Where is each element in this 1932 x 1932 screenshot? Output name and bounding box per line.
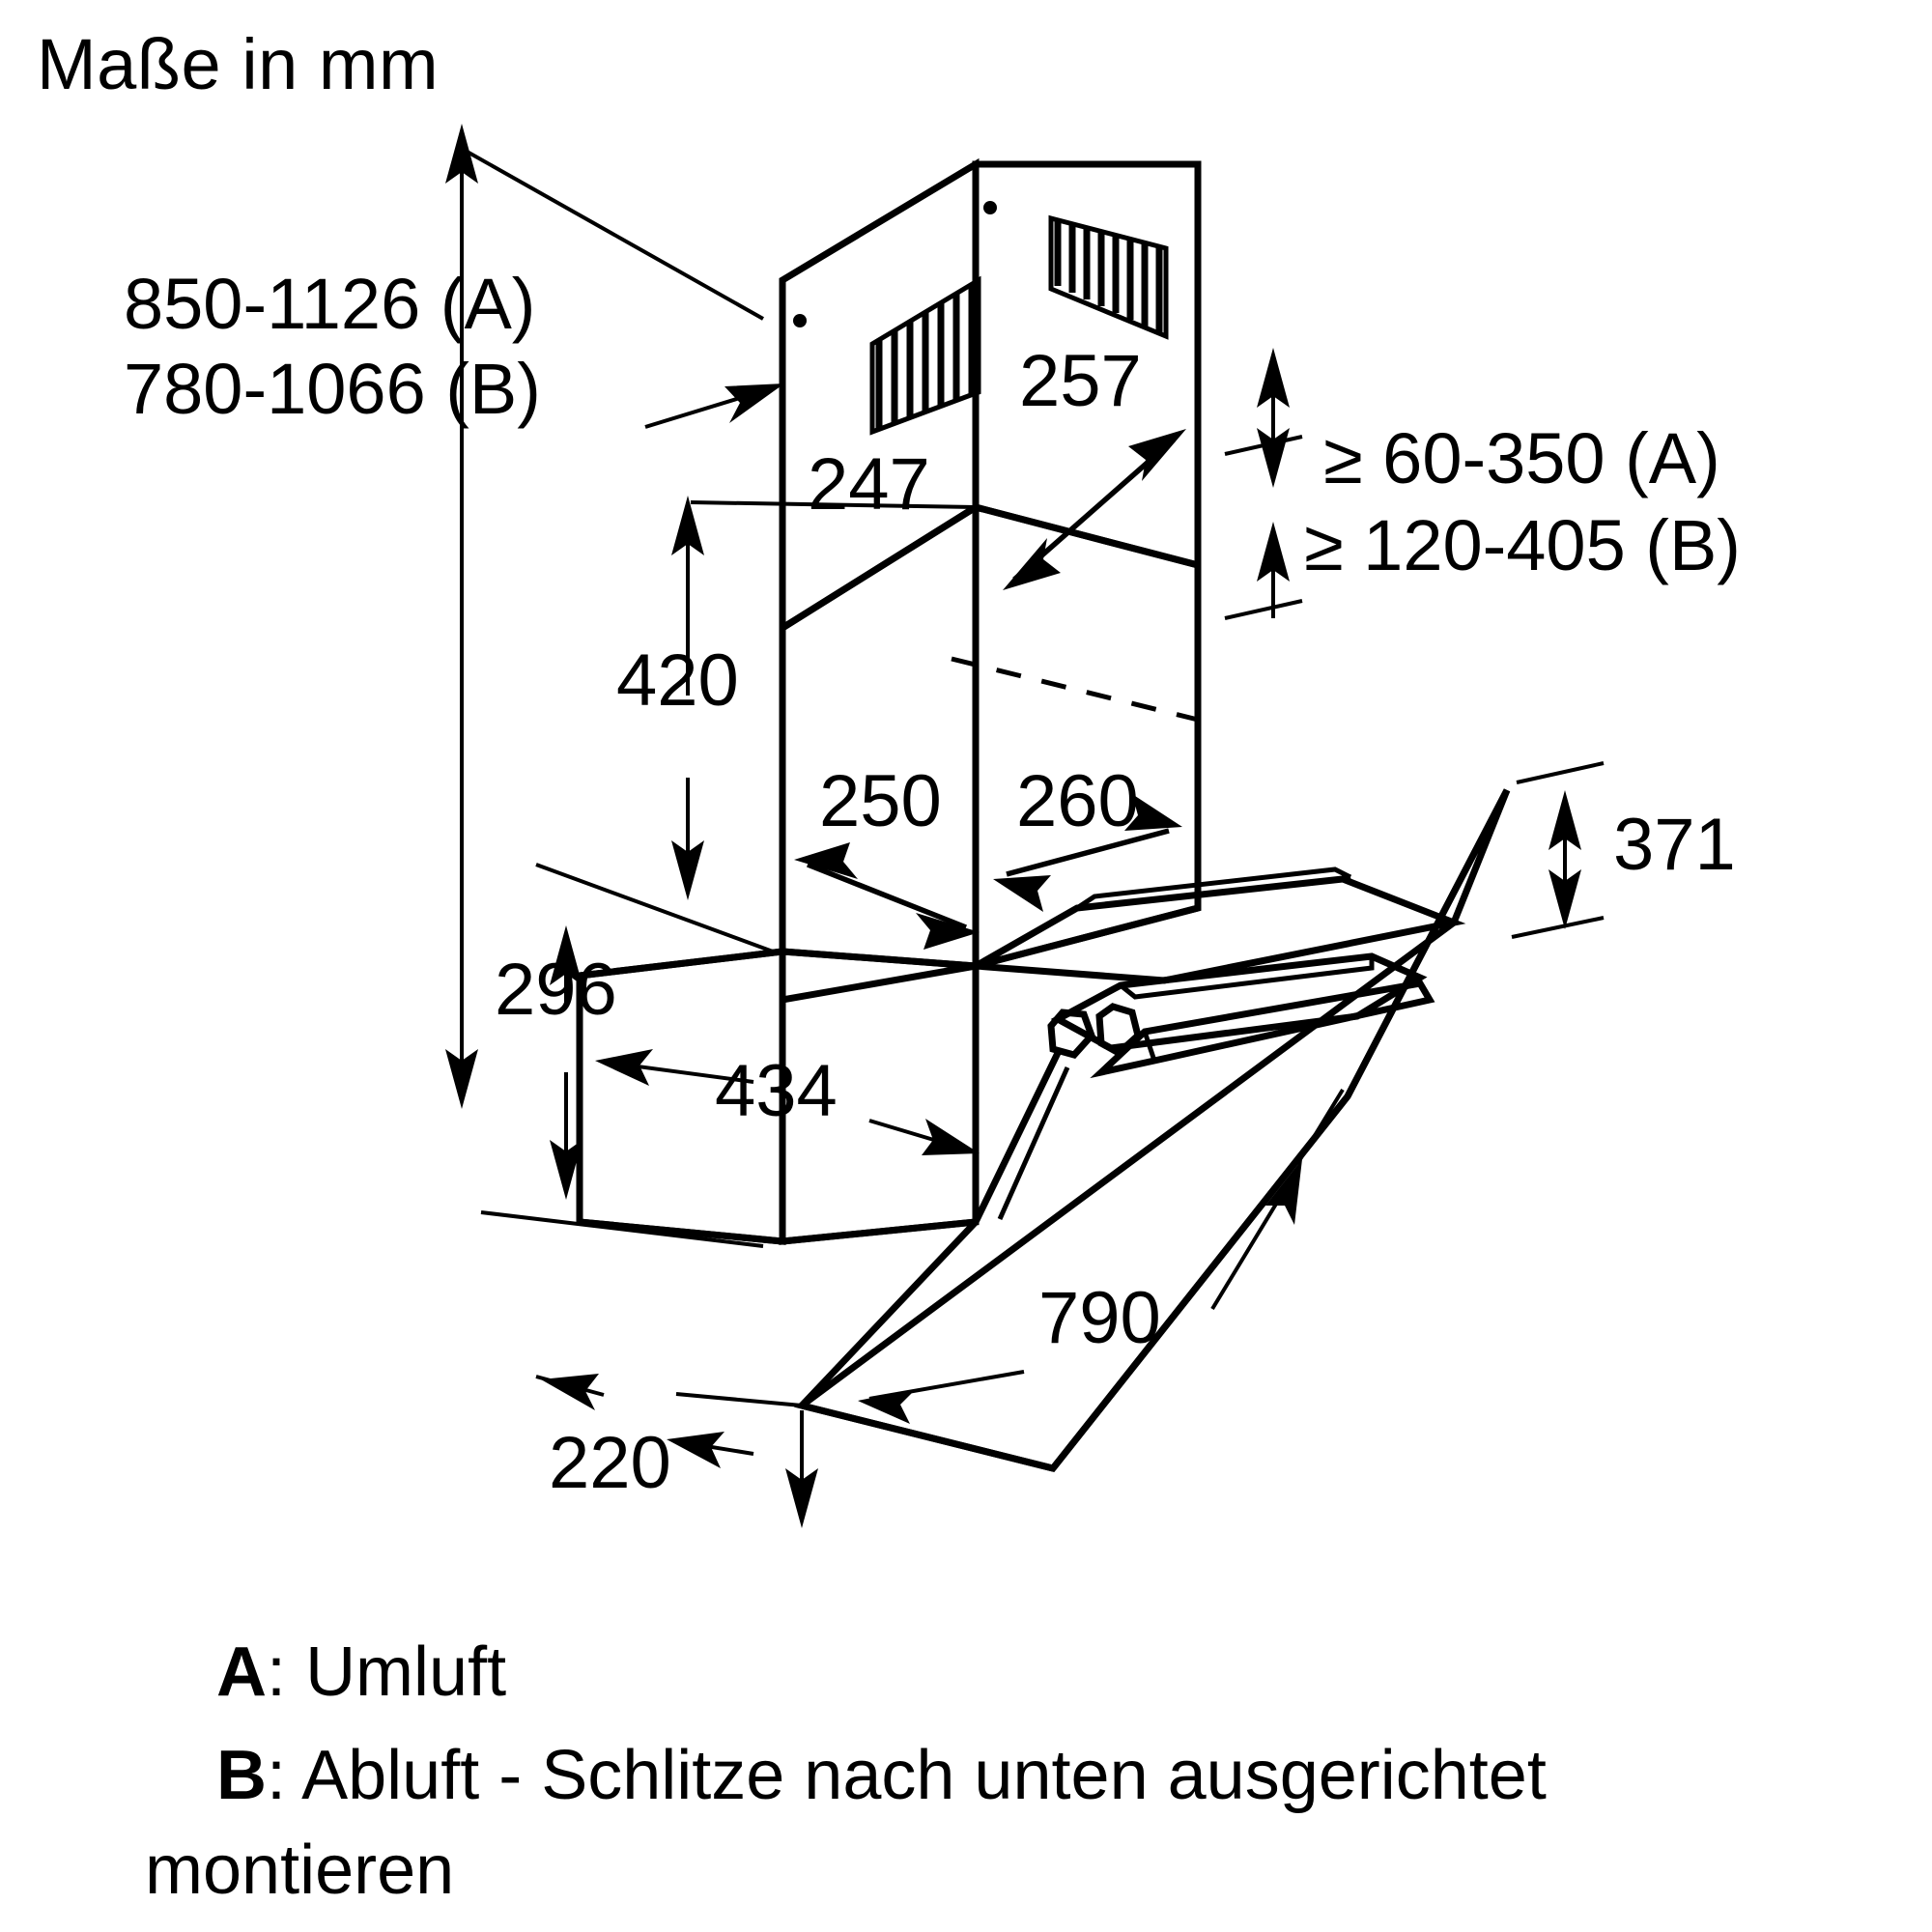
grease-channel-bar [1090,980,1435,1079]
vent-panel-upper-outline [1048,214,1169,340]
arrow-250-right [916,913,980,950]
label-257: 257 [1019,340,1142,422]
hinge-clip-left [1047,1009,1096,1059]
label-247: 247 [808,443,930,526]
legend-row-b-cont: montieren [145,1832,454,1909]
arrow-420-top [671,496,704,555]
hood-handle-inner [1119,956,1375,1000]
leader-296-bottom [480,1210,764,1248]
arrow-257-upper [1128,429,1186,481]
glass-panel-right-edge [1344,788,1511,1098]
dimline-260 [1006,828,1170,877]
dimension-annotations: 850-1126 (A) 780-1066 (B) 247 257 420 25… [124,124,1741,1528]
label-250: 250 [819,760,942,842]
arrow-434-right [922,1119,980,1155]
canopy-top-rear-edge [781,948,977,970]
ext-line-371-top [1516,761,1605,784]
legend-row-a: A: Umluft [43,1634,641,1711]
arrow-260-right [1124,794,1182,831]
leader-overall-height-top [463,148,764,321]
arrow-clearance-b-up [1257,522,1290,582]
label-220: 220 [549,1422,671,1504]
glass-panel-bottom-edge [801,1402,1054,1472]
legend-a-sep: : [267,1634,305,1711]
label-clearance-a: ≥ 60-350 (A) [1323,418,1720,498]
arrow-296-top [550,925,582,985]
arrow-overall-height-top [445,124,478,184]
canopy-bottom-rear-edge [781,1218,977,1245]
legend-a-key: A [216,1634,267,1711]
arrow-434-left [595,1049,653,1086]
arrow-371-top [1548,790,1581,850]
glass-panel-left-upper-fold [972,1051,1062,1224]
arrow-260-left [993,875,1051,912]
telescope-joint-hidden-line [951,656,1199,723]
page-title: Maße in mm [37,24,439,104]
arrow-220-left [541,1374,599,1410]
legend-b-text-line1: Abluft - Schlitze nach unten ausgerichte… [301,1737,1547,1814]
glass-panel-lower-right-edge [1050,1094,1350,1471]
label-371: 371 [1613,804,1736,886]
canopy-bottom-front-edge [579,1218,783,1245]
arrow-clearance-a-up [1257,348,1290,408]
legend-b-key: B [216,1737,267,1814]
arrow-420-bottom [671,840,704,900]
label-height-range-a: 850-1126 (A) [124,264,535,344]
legend-row-b: B: Abluft - Schlitze nach unten ausgeric… [43,1737,1682,1814]
chimney-bottom-right-edge [975,904,1199,970]
dimline-220 [675,1392,803,1407]
hood-top-plate-rim-end [1342,874,1351,882]
vent-slats-upper [1054,220,1163,333]
arrow-296-bottom [550,1140,582,1200]
label-height-range-b: 780-1066 (B) [124,349,541,429]
leader-clearance-a [1224,435,1303,456]
leader-296-top [535,863,774,953]
legend-a-text: Umluft [305,1634,506,1711]
product-geometry [576,157,1511,1472]
arrow-250-left [794,842,858,879]
arrow-247 [724,384,784,423]
glass-panel-left-fold-inner [997,1065,1070,1221]
mount-hole-upper-rear [983,201,997,214]
arrow-220-right [667,1432,724,1468]
hood-top-plate-rim [1075,867,1352,911]
ext-line-790-right [1295,1088,1345,1166]
glass-panel-left-fold [799,1219,979,1408]
ext-line-371-bottom [1511,916,1605,939]
arrow-257-lower [1003,538,1061,590]
legend-b-sep: : [267,1737,301,1814]
label-790: 790 [1038,1277,1161,1359]
label-296: 296 [495,949,617,1031]
arrow-overall-height-bottom [445,1049,478,1109]
label-260: 260 [1016,760,1139,842]
legend-block: A: Umluft B: Abluft - Schlitze nach unte… [43,1634,1682,1909]
arrow-790-right [1265,1159,1302,1225]
leader-420-top-ref [690,500,977,509]
vent-slats-lower [875,285,976,428]
canopy-top-front-edge [579,948,783,980]
hood-top-plate [964,875,1466,984]
arrow-371-bottom [1548,869,1581,929]
label-clearance-b: ≥ 120-405 (B) [1304,505,1741,585]
vent-panel-lower-outline [869,275,981,436]
arrow-220-down [785,1468,818,1528]
leader-clearance-b [1224,599,1303,620]
label-420: 420 [616,639,739,722]
mount-hole-upper-front [793,314,807,327]
dimline-250 [806,862,968,930]
grease-channel-edge [1142,1031,1157,1062]
label-434: 434 [715,1050,838,1132]
arrow-790-left [858,1389,916,1424]
